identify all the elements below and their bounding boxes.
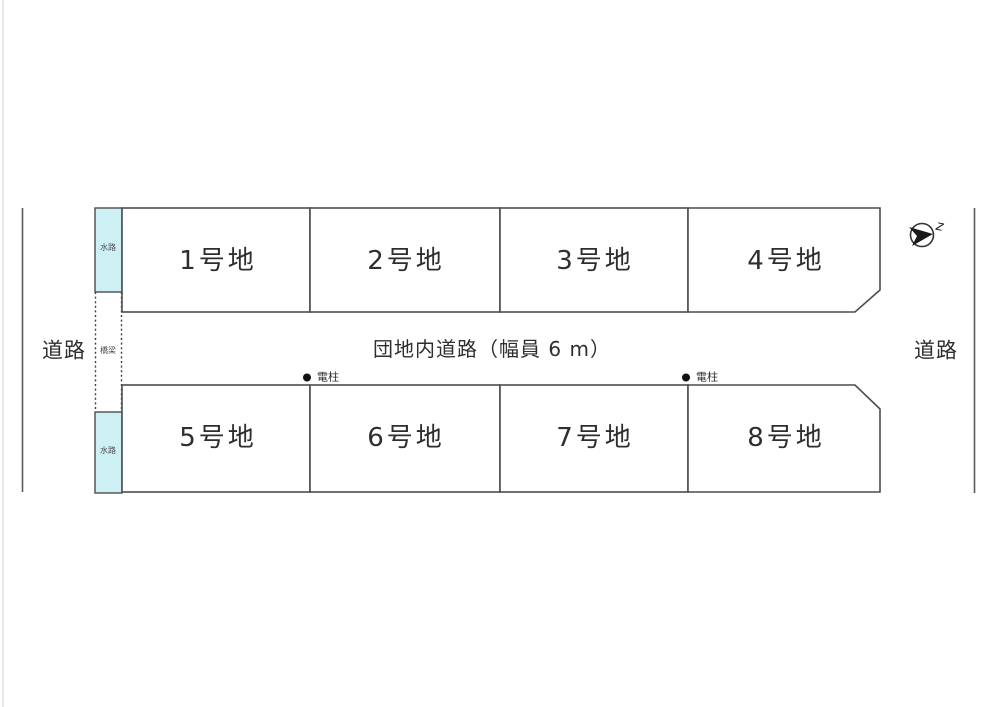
lot-7-label: 7号地 bbox=[556, 423, 634, 453]
lot-4-label: 4号地 bbox=[747, 246, 825, 276]
lot-3-label: 3号地 bbox=[556, 246, 634, 276]
lot-7-outline bbox=[499, 384, 689, 493]
utility-pole-dot-1 bbox=[303, 373, 311, 382]
left-road-label: 道路 bbox=[42, 338, 86, 363]
water-channel-top bbox=[94, 207, 123, 293]
bridge-label: 橋梁 bbox=[100, 346, 116, 355]
water-channel-bottom-label: 水路 bbox=[100, 446, 116, 455]
utility-pole-label-1: 電柱 bbox=[317, 370, 339, 384]
lot-6-outline bbox=[309, 384, 501, 493]
lot-4-outline bbox=[687, 207, 881, 313]
water-channel-top-label: 水路 bbox=[100, 243, 116, 252]
right-road-label: 道路 bbox=[914, 338, 958, 363]
central-road-label: 団地内道路（幅員 6 m） bbox=[373, 337, 611, 361]
lot-8-outline bbox=[687, 384, 881, 493]
page-edge-line bbox=[2, 0, 4, 707]
lot-8-label: 8号地 bbox=[747, 423, 825, 453]
lot-5-label: 5号地 bbox=[179, 423, 257, 453]
lot-1-label: 1号地 bbox=[179, 246, 257, 276]
lot-1-outline bbox=[121, 207, 311, 313]
north-arrow-letter: z bbox=[933, 218, 945, 236]
lot-5-outline bbox=[121, 384, 311, 493]
utility-pole-dot-2 bbox=[682, 373, 690, 382]
water-channel-bottom bbox=[94, 411, 123, 494]
north-arrow-icon: z bbox=[909, 218, 946, 248]
lot-2-label: 2号地 bbox=[367, 246, 445, 276]
lot-6-label: 6号地 bbox=[367, 423, 445, 453]
utility-pole-label-2: 電柱 bbox=[696, 370, 718, 384]
